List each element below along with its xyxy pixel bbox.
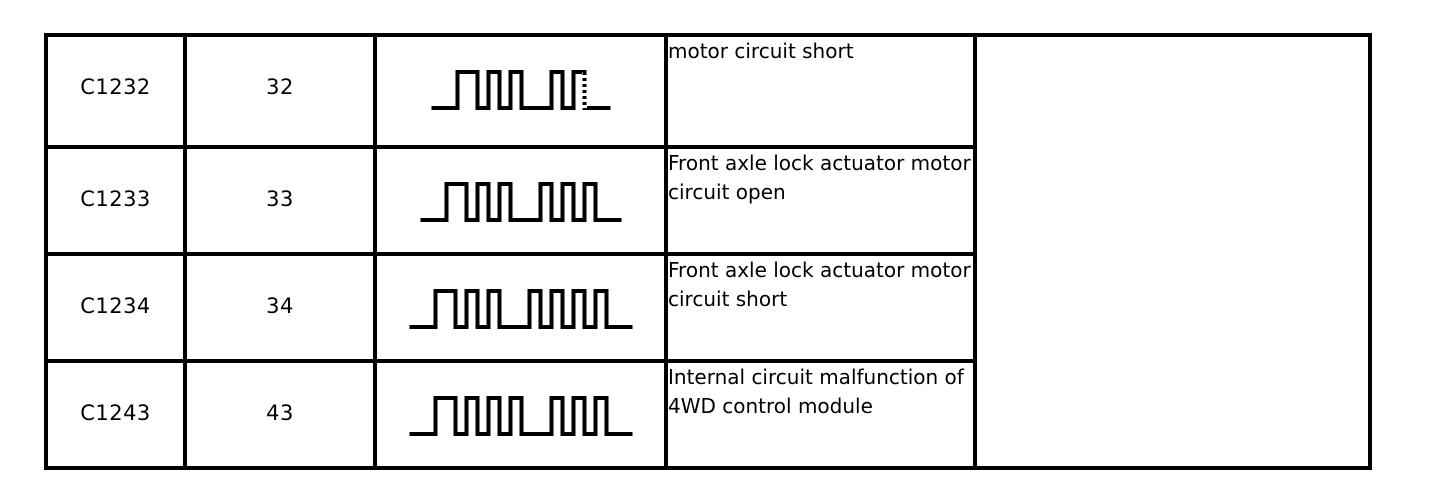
dtc-code-cell: C1232 [44,32,187,150]
dtc-code-table: C1232 32 motor circuit short C1233 33 Fr… [44,32,1372,470]
flash-pattern-cell [373,359,668,470]
flash-pattern-waveform-33 [377,149,664,250]
description-cell: motor circuit short [664,32,977,150]
dtc-code-cell: C1233 [44,145,187,257]
flash-pattern-cell [373,32,668,150]
table-row: C1232 32 motor circuit short [44,32,1372,470]
pulse-waveform-icon [409,288,632,329]
pulse-waveform-icon [409,395,632,436]
flash-pattern-waveform-32 [377,37,664,138]
notes-cell [973,33,1372,470]
flash-pattern-waveform-34 [377,256,664,357]
pulse-waveform-icon [431,69,610,110]
description-cell: Front axle lock actuator motor circuit s… [664,252,977,363]
table-row: C1243 43 Internal circuit malfunction of… [44,359,1370,470]
table-row: C1234 34 Front axle lock actuator motor … [44,252,1370,363]
table-row: C1233 33 Front axle lock actuator motor … [44,145,1370,257]
description-cell: Internal circuit malfunction of 4WD cont… [664,359,977,470]
dtc-table-body: C1232 32 motor circuit short C1233 33 Fr… [44,32,1372,470]
dtc-code-cell: C1234 [44,252,187,363]
flash-code-cell: 33 [183,145,377,257]
flash-pattern-waveform-43 [377,363,664,464]
flash-code-cell: 43 [183,359,377,470]
pulse-waveform-icon [420,181,621,222]
flash-code-cell: 32 [183,32,377,150]
flash-pattern-cell [373,252,668,363]
description-cell: Front axle lock actuator motor circuit o… [664,145,977,257]
flash-pattern-cell [373,145,668,257]
flash-code-cell: 34 [183,252,377,363]
dtc-code-cell: C1243 [44,359,187,470]
